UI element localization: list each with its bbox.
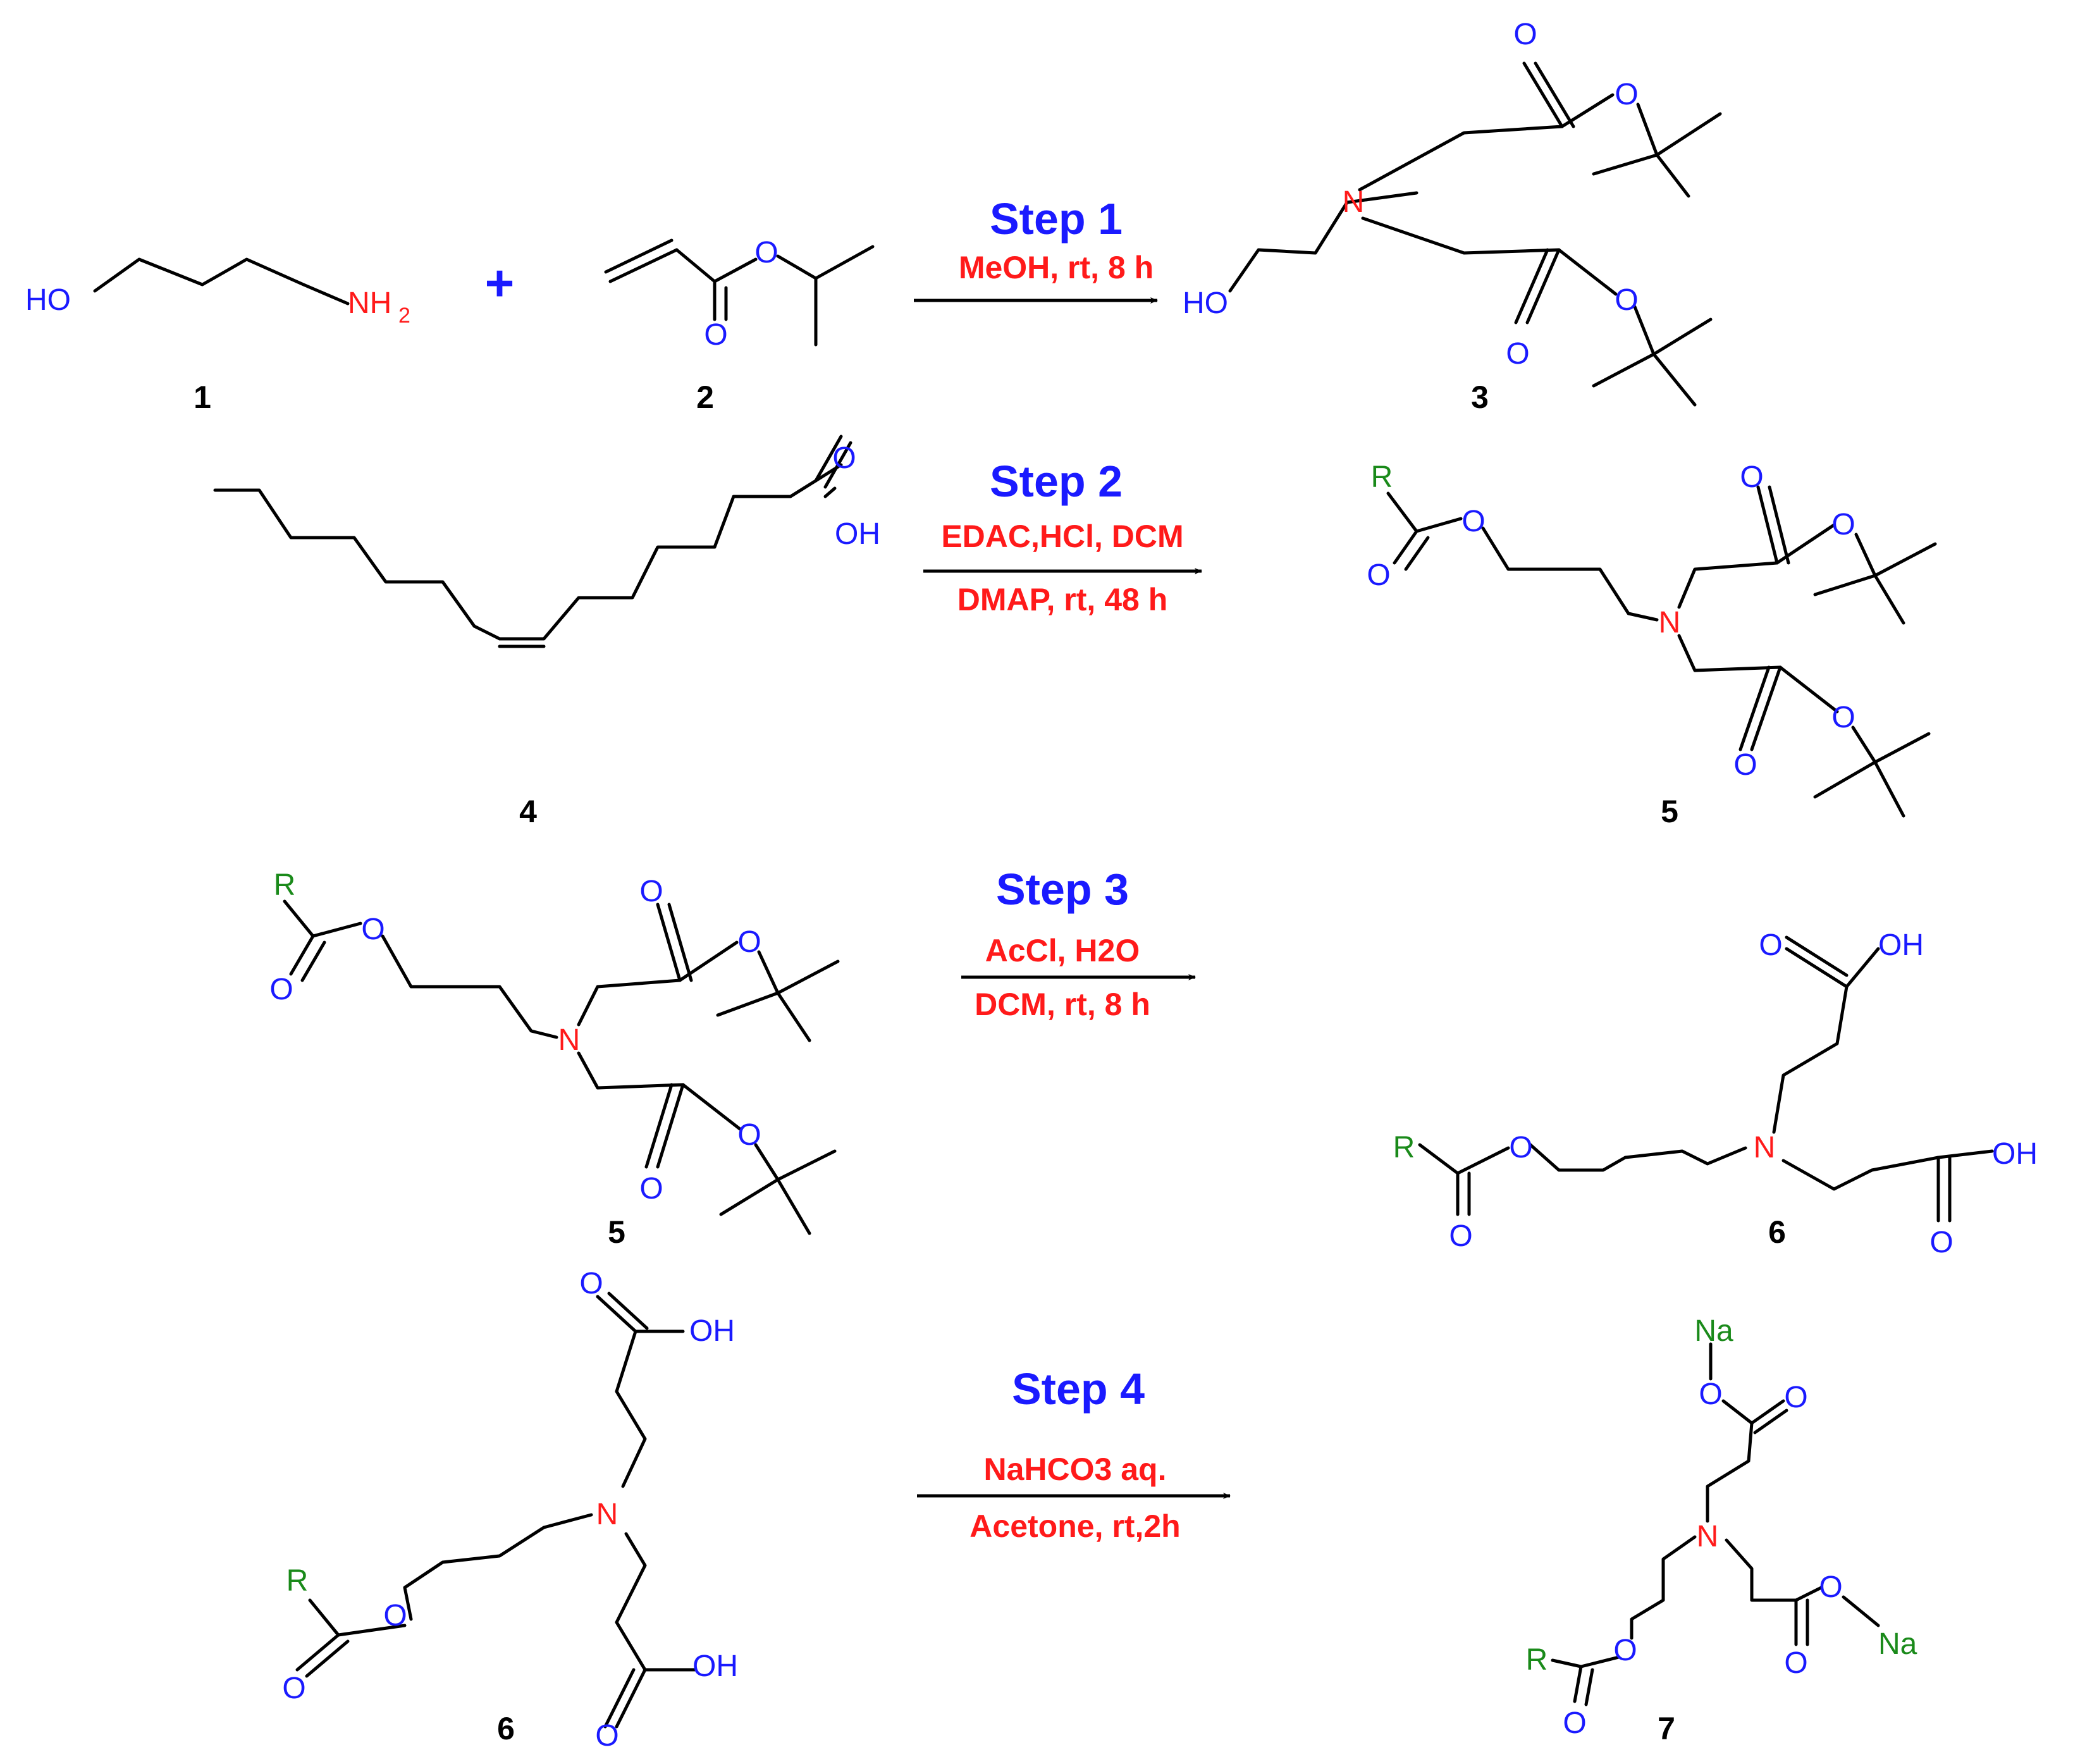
carboxylate-oxygen: O — [1699, 1378, 1722, 1411]
carbonyl-oxygen: O — [269, 973, 293, 1006]
hydroxyl-label: OH — [1878, 928, 1924, 962]
r-group: R — [286, 1564, 309, 1598]
carbonyl-oxygen: O — [832, 441, 856, 475]
plus-sign: + — [485, 255, 515, 311]
step-4-condition-2: Acetone, rt,2h — [969, 1508, 1180, 1544]
ester-oxygen: O — [1615, 283, 1638, 317]
compound-label-7: 7 — [1658, 1711, 1675, 1746]
carbonyl-oxygen: O — [1784, 1646, 1807, 1680]
carbonyl-oxygen: O — [1513, 18, 1537, 51]
compound-2: O O 2 — [604, 236, 875, 415]
step-4-condition-1: NaHCO3 aq. — [984, 1452, 1167, 1487]
r-group: R — [1393, 1131, 1415, 1164]
sodium-atom: Na — [1878, 1627, 1917, 1661]
carboxylate-oxygen: O — [1819, 1570, 1842, 1604]
step-1-title: Step 1 — [990, 194, 1123, 244]
carbonyl-oxygen: O — [1733, 748, 1757, 782]
step-3-title: Step 3 — [996, 865, 1129, 914]
hydroxyl-label: OH — [1992, 1137, 2038, 1171]
hydroxyl-label: HO — [1183, 287, 1228, 320]
nitrogen-atom: N — [1697, 1520, 1719, 1553]
step-2-condition-1: EDAC,HCl, DCM — [941, 519, 1183, 554]
compound-label-6: 6 — [497, 1711, 515, 1746]
ester-oxygen: O — [383, 1599, 407, 1632]
ester-oxygen: O — [361, 913, 385, 946]
compound-label-5: 5 — [1661, 794, 1678, 829]
ester-oxygen: O — [1615, 78, 1638, 111]
carbonyl-oxygen: O — [282, 1672, 305, 1705]
step-3-condition-2: DCM, rt, 8 h — [975, 987, 1150, 1022]
hydroxyl-label: HO — [25, 283, 71, 317]
r-group: R — [1371, 460, 1393, 494]
ester-oxygen: O — [1461, 505, 1485, 538]
carbonyl-oxygen: O — [639, 875, 663, 908]
r-group: R — [1526, 1643, 1548, 1677]
compound-label-1: 1 — [194, 379, 211, 415]
nitrogen-atom: N — [1659, 606, 1681, 639]
carbonyl-oxygen: O — [1929, 1226, 1953, 1259]
compound-label-4: 4 — [519, 794, 537, 829]
amine-subscript: 2 — [398, 304, 410, 328]
carbonyl-oxygen: O — [1784, 1381, 1807, 1414]
r-group: R — [274, 868, 296, 902]
carbonyl-oxygen: O — [704, 318, 727, 352]
compound-3: HO N O O O O 3 — [1183, 18, 1722, 415]
step-2-arrow: Step 2 EDAC,HCl, DCM DMAP, rt, 48 h — [923, 457, 1202, 617]
step-3-condition-1: AcCl, H2O — [985, 933, 1140, 968]
step-4-arrow: Step 4 NaHCO3 aq. Acetone, rt,2h — [917, 1364, 1231, 1544]
step-1-arrow: Step 1 MeOH, rt, 8 h — [914, 194, 1158, 304]
carbonyl-oxygen: O — [1506, 337, 1529, 371]
step-3-arrow: Step 3 AcCl, H2O DCM, rt, 8 h — [961, 865, 1196, 1022]
compound-label-5: 5 — [608, 1214, 625, 1250]
ester-oxygen: O — [1509, 1131, 1532, 1164]
compound-6-reactant: O OH N O R O OH O 6 — [282, 1267, 738, 1753]
nitrogen-atom: N — [1754, 1131, 1776, 1164]
amine-label: NH — [348, 287, 391, 320]
compound-label-2: 2 — [696, 379, 714, 415]
hydroxyl-label: OH — [692, 1650, 738, 1683]
carbonyl-oxygen: O — [1563, 1706, 1586, 1740]
step-2-title: Step 2 — [990, 457, 1123, 506]
step-1-condition-1: MeOH, rt, 8 h — [959, 250, 1154, 285]
ester-oxygen: O — [1831, 508, 1855, 541]
compound-7: Na O O N O Na O O R O 7 — [1526, 1314, 1917, 1746]
nitrogen-atom: N — [596, 1498, 618, 1531]
ester-oxygen: O — [754, 236, 778, 269]
carbonyl-oxygen: O — [639, 1172, 663, 1206]
compound-4: O OH 4 — [213, 435, 880, 829]
ester-oxygen: O — [737, 1118, 761, 1152]
sodium-atom: Na — [1694, 1314, 1733, 1348]
step-4-title: Step 4 — [1012, 1364, 1145, 1414]
nitrogen-atom: N — [1343, 185, 1365, 219]
ester-oxygen: O — [737, 925, 761, 959]
carbonyl-oxygen: O — [1449, 1219, 1472, 1253]
carbonyl-oxygen: O — [579, 1267, 603, 1300]
compound-1: HO NH 2 1 — [25, 257, 410, 415]
carbonyl-oxygen: O — [595, 1719, 618, 1753]
carbonyl-oxygen: O — [1367, 558, 1390, 592]
compound-5-reactant: R O O N O O O O 5 — [269, 868, 840, 1250]
step-2-condition-2: DMAP, rt, 48 h — [957, 582, 1168, 617]
carbonyl-oxygen: O — [1759, 928, 1782, 962]
ester-oxygen: O — [1831, 701, 1855, 734]
hydroxyl-label: OH — [835, 517, 880, 551]
nitrogen-atom: N — [558, 1023, 581, 1057]
carbonyl-oxygen: O — [1740, 460, 1763, 494]
compound-5-product: R O O N O O O O 5 — [1367, 460, 1937, 829]
compound-label-6: 6 — [1768, 1214, 1786, 1250]
ester-oxygen: O — [1613, 1634, 1637, 1667]
compound-label-3: 3 — [1471, 379, 1489, 415]
hydroxyl-label: OH — [689, 1314, 735, 1348]
compound-6-product: R O O N O OH OH O 6 — [1393, 928, 2038, 1259]
